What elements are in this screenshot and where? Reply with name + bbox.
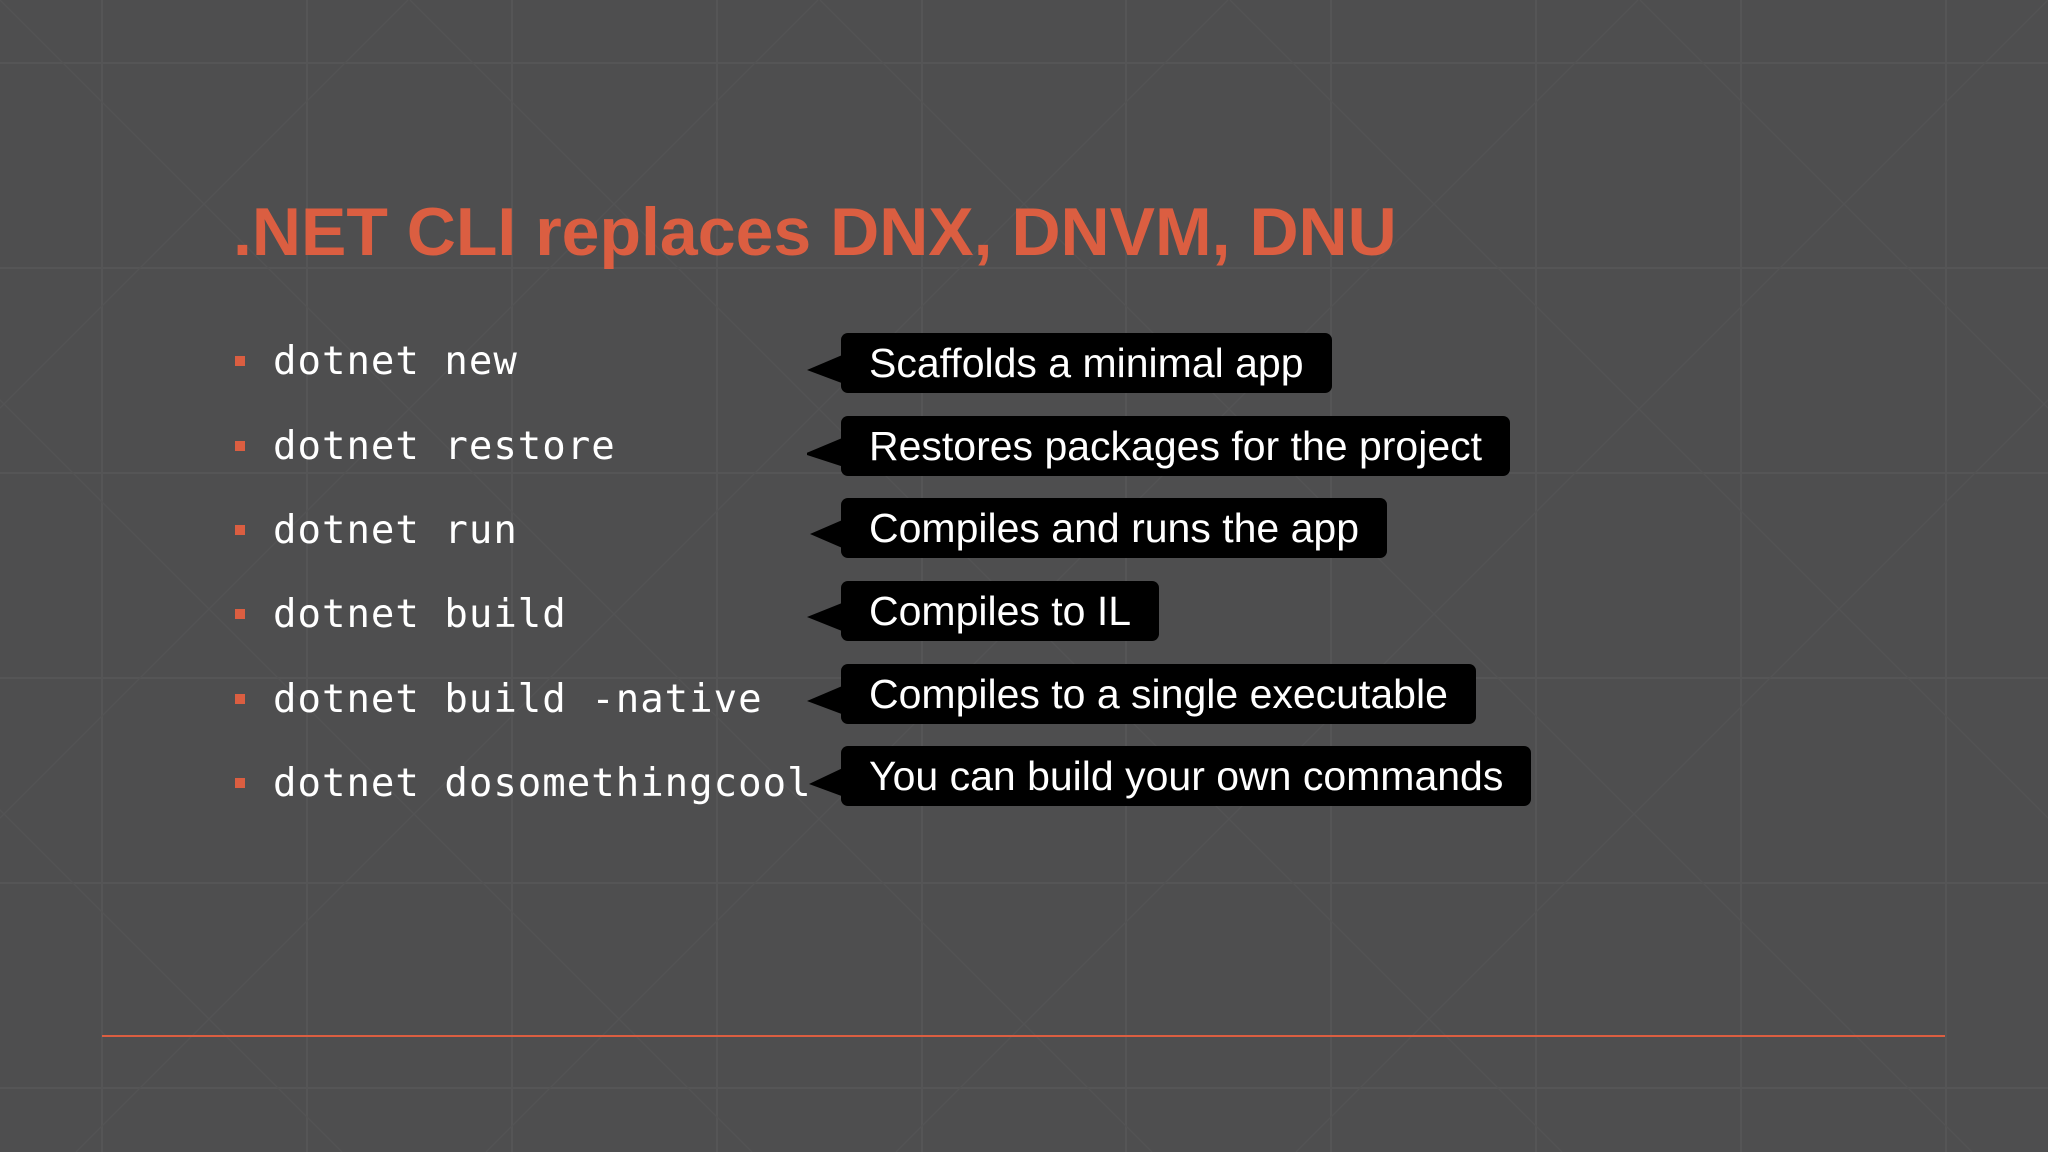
bullet-square-icon	[235, 525, 245, 535]
command-item: dotnet run	[233, 500, 518, 560]
command-text: dotnet dosomethingcool	[273, 760, 812, 806]
callout-pointer-icon	[807, 353, 847, 385]
callout-box: Compiles to a single executable	[841, 664, 1476, 724]
description-text: Compiles to a single executable	[869, 670, 1448, 717]
command-text: dotnet build	[273, 591, 567, 637]
description-text: You can build your own commands	[869, 752, 1504, 799]
command-text: dotnet build -native	[273, 676, 763, 722]
bullet-square-icon	[235, 356, 245, 366]
command-item: dotnet restore	[233, 416, 616, 476]
description-text: Restores packages for the project	[869, 422, 1483, 469]
command-item: dotnet dosomethingcool	[233, 753, 812, 813]
callout-pointer-icon	[809, 766, 847, 798]
bullet-square-icon	[235, 441, 245, 451]
description-text: Compiles to IL	[869, 587, 1132, 634]
callout-box: Scaffolds a minimal app	[841, 333, 1332, 393]
description-text: Scaffolds a minimal app	[869, 339, 1304, 386]
command-text: dotnet restore	[273, 423, 616, 469]
command-item: dotnet new	[233, 331, 518, 391]
footer-divider	[102, 1035, 1945, 1037]
callout-pointer-icon	[807, 436, 847, 468]
description-text: Compiles and runs the app	[869, 504, 1360, 551]
command-text: dotnet new	[273, 338, 518, 384]
callout-box: Restores packages for the project	[841, 416, 1511, 476]
command-text: dotnet run	[273, 507, 518, 553]
callout-box: Compiles to IL	[841, 581, 1160, 641]
bullet-square-icon	[235, 778, 245, 788]
bullet-square-icon	[235, 694, 245, 704]
callout-pointer-icon	[810, 518, 847, 550]
callout-pointer-icon	[807, 684, 847, 716]
bullet-square-icon	[235, 609, 245, 619]
command-item: dotnet build -native	[233, 669, 763, 729]
callout-box: You can build your own commands	[841, 746, 1532, 806]
callout-pointer-icon	[807, 601, 847, 633]
callout-box: Compiles and runs the app	[841, 498, 1388, 558]
command-item: dotnet build	[233, 584, 567, 644]
slide-title: .NET CLI replaces DNX, DNVM, DNU	[233, 194, 1397, 270]
